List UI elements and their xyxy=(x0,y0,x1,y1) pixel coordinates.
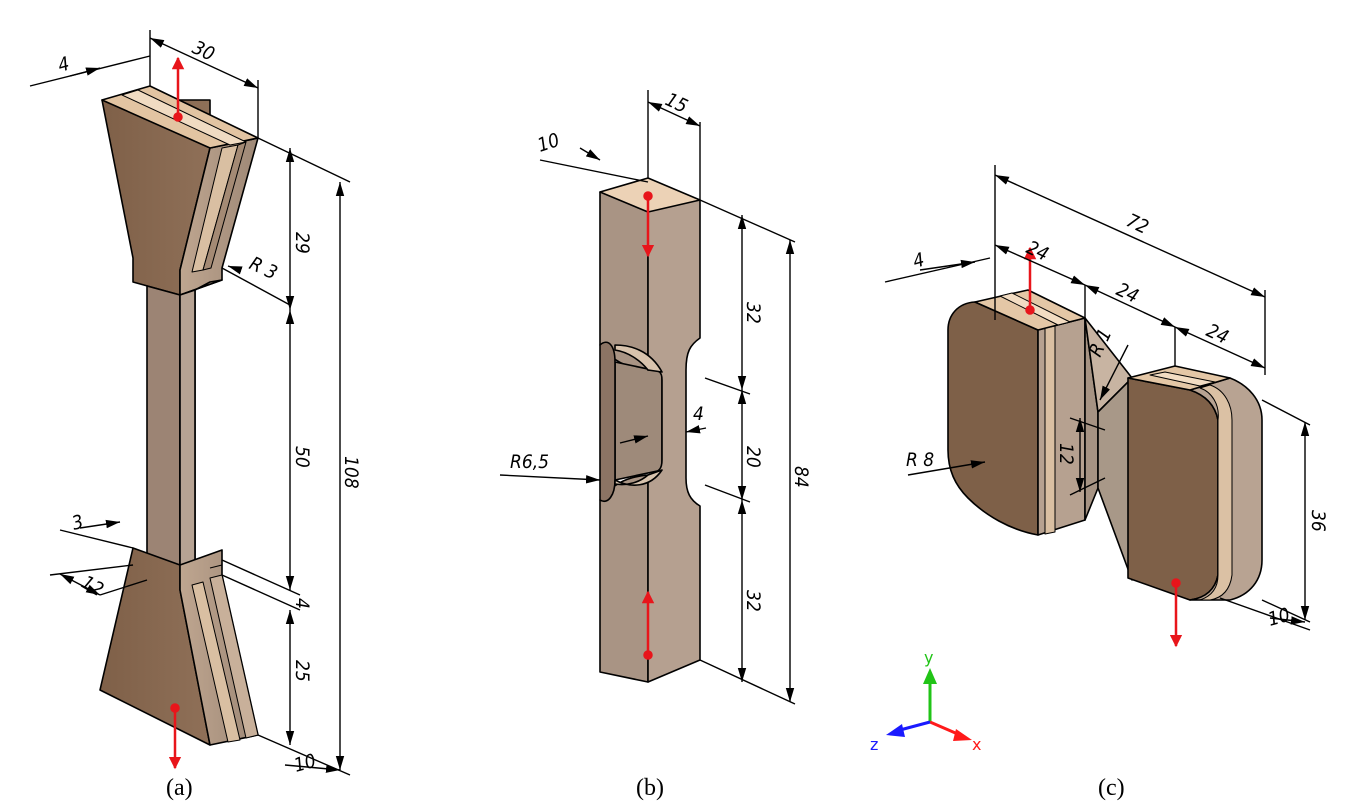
axis-y-label: y xyxy=(924,648,933,667)
axis-z-label: z xyxy=(870,735,878,754)
panel-a-dimensions xyxy=(29,30,351,776)
dim-c-height: 36 xyxy=(1307,510,1329,532)
dim-b-gauge-width: 4 xyxy=(693,403,704,425)
dim-c-neck: 12 xyxy=(1055,443,1077,465)
dim-a-gauge-width: 12 xyxy=(78,571,108,601)
dim-b-shoulder-bottom: 32 xyxy=(742,590,764,612)
caption-b: (b) xyxy=(636,775,664,801)
dim-c-depth: 10 xyxy=(1266,604,1293,631)
dim-a-lower-taper: 25 xyxy=(291,660,313,682)
panel-b-dimensions xyxy=(499,90,796,705)
specimen-c-left-front xyxy=(947,301,1039,536)
dim-a-fillet: R 3 xyxy=(246,253,281,285)
dim-a-top-thickness: 4 xyxy=(56,53,72,77)
load-point-a-top xyxy=(173,112,183,122)
dim-b-shoulder-top: 32 xyxy=(742,302,764,324)
dim-b-depth: 10 xyxy=(535,129,563,157)
dim-b-gauge-length: 20 xyxy=(742,446,764,468)
axis-x-line xyxy=(929,720,961,737)
axis-x-label: x xyxy=(972,735,981,754)
dim-a-top-width: 30 xyxy=(189,37,218,66)
panel-c-dimensions xyxy=(884,165,1311,631)
dim-c-corner-radius: R 8 xyxy=(906,449,934,471)
specimen-a-neck xyxy=(146,285,181,576)
panel-b-load-arrows xyxy=(641,191,655,660)
specimen-c-right-front xyxy=(1127,377,1219,601)
dim-b-notch-radius: R6,5 xyxy=(510,451,549,473)
caption-c: (c) xyxy=(1098,775,1125,801)
axis-z-line xyxy=(899,720,931,732)
dim-a-upper-taper: 29 xyxy=(291,232,313,254)
panel-b xyxy=(599,177,701,683)
dim-c-middle: 24 xyxy=(1113,279,1142,308)
dim-a-bottom-depth: 10 xyxy=(292,750,319,777)
panel-a xyxy=(99,85,259,746)
caption-a: (a) xyxy=(166,775,193,801)
dim-c-left-block: 24 xyxy=(1023,237,1052,266)
dim-b-width: 15 xyxy=(662,89,691,118)
panel-c xyxy=(947,289,1263,601)
dim-a-total-length: 108 xyxy=(340,456,362,489)
dim-a-neck-step: 4 xyxy=(291,598,313,609)
dim-c-right-block: 24 xyxy=(1203,320,1232,349)
load-point-a-bottom xyxy=(170,703,180,713)
dim-a-gauge-thickness: 3 xyxy=(70,511,86,535)
axis-triad: y x z xyxy=(870,648,981,754)
dim-a-gauge-length: 50 xyxy=(291,446,313,468)
dim-b-total-length: 84 xyxy=(790,466,812,488)
dim-c-thickness: 4 xyxy=(911,249,927,273)
